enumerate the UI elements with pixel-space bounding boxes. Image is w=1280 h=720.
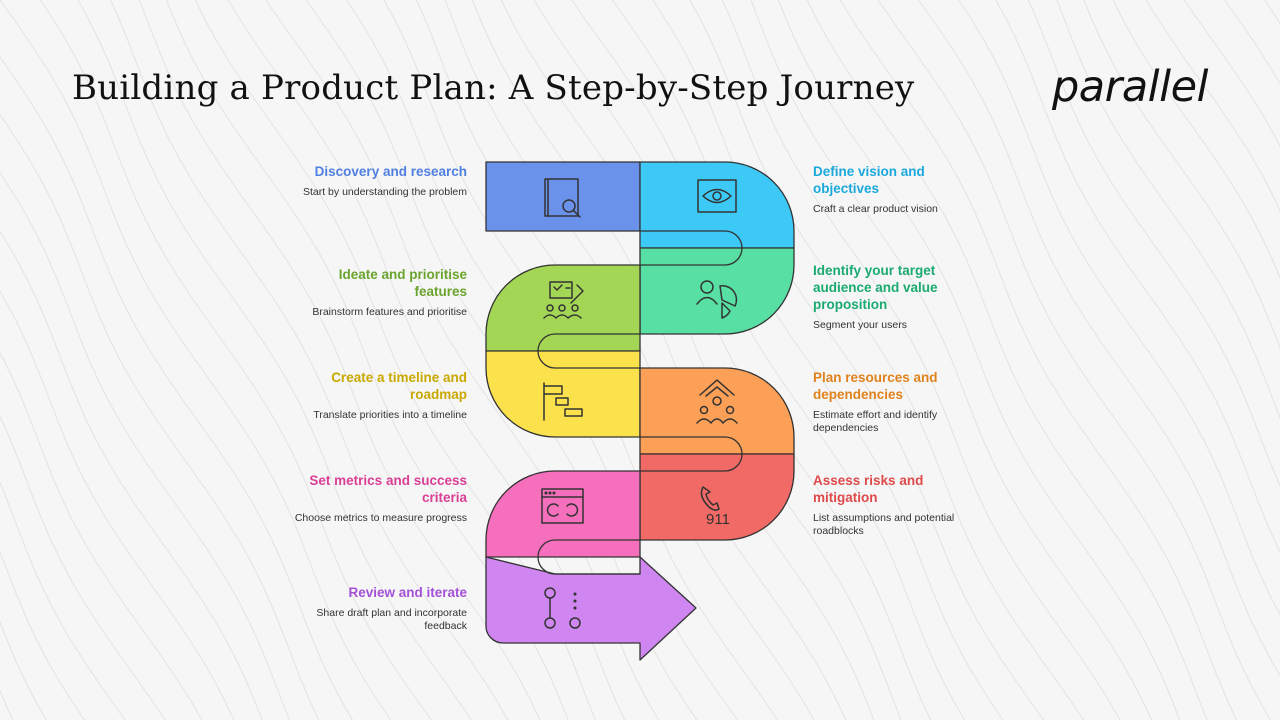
- step-description: List assumptions and potential roadblock…: [813, 512, 955, 537]
- segment-audience: [639, 247, 795, 335]
- emergency-call-icon: [700, 486, 720, 511]
- step-description: Segment your users: [813, 319, 907, 331]
- step-ideate: Ideate and prioritise features Brainstor…: [292, 266, 467, 319]
- step-timeline: Create a timeline and roadmap Translate …: [292, 369, 467, 422]
- step-description: Estimate effort and identify dependencie…: [813, 409, 938, 434]
- background-line: [750, 0, 1153, 720]
- step-description: Brainstorm features and prioritise: [312, 306, 467, 318]
- background-line: [39, 0, 432, 720]
- timeline-icon: [543, 382, 583, 421]
- segment-vision: [639, 161, 795, 249]
- background-line: [652, 0, 1045, 720]
- dashboard-icon: [541, 488, 584, 524]
- background-line: [0, 550, 85, 720]
- step-risks: Assess risks and mitigation List assumpt…: [813, 472, 963, 538]
- background-line: [958, 0, 1280, 616]
- background-line: [689, 0, 1085, 720]
- u-turn-inner-2: [537, 333, 640, 369]
- background-line: [839, 0, 1238, 720]
- step-audience: Identify your target audience and value …: [813, 262, 963, 332]
- step-description: Choose metrics to measure progress: [294, 512, 467, 524]
- background-line: [0, 0, 392, 720]
- segment-resources: [639, 367, 795, 455]
- eye-icon: [697, 179, 737, 213]
- background-line: [471, 0, 875, 720]
- u-turn-inner-4: [537, 539, 640, 575]
- background-line: [138, 0, 541, 720]
- background-line: [0, 352, 203, 720]
- background-line: [1112, 0, 1280, 280]
- background-line: [0, 230, 263, 720]
- background-line: [1083, 0, 1280, 350]
- segment-discovery: [485, 161, 641, 232]
- step-title: Discovery and research: [314, 164, 467, 179]
- step-discovery: Discovery and research Start by understa…: [292, 163, 467, 199]
- iterate-flow-icon: [544, 587, 581, 629]
- background-line: [533, 0, 932, 720]
- step-title: Plan resources and dependencies: [813, 370, 938, 402]
- segment-risks: [639, 453, 795, 541]
- step-title: Set metrics and success criteria: [309, 473, 467, 505]
- audience-segment-icon: [696, 280, 738, 319]
- step-title: Identify your target audience and value …: [813, 263, 938, 312]
- final-arrow: [485, 556, 697, 661]
- step-description: Start by understanding the problem: [302, 186, 467, 198]
- brand-logo: parallel: [1052, 62, 1208, 112]
- segment-ideate: [485, 264, 641, 352]
- resources-icon: [696, 379, 738, 424]
- background-line: [444, 0, 847, 720]
- background-line: [0, 171, 290, 720]
- background-line: [877, 0, 1272, 720]
- background-line: [1027, 0, 1280, 488]
- step-title: Define vision and objectives: [813, 164, 925, 196]
- background-line: [0, 56, 353, 720]
- background-line: [995, 0, 1280, 553]
- background-line: [611, 0, 1004, 720]
- step-title: Create a timeline and roadmap: [331, 370, 467, 402]
- background-line: [1183, 0, 1280, 148]
- background-line: [571, 0, 966, 720]
- step-metrics: Set metrics and success criteria Choose …: [292, 472, 467, 525]
- step-description: Share draft plan and incorporate feedbac…: [316, 607, 467, 632]
- step-description: Craft a clear product vision: [813, 203, 938, 215]
- step-title: Assess risks and mitigation: [813, 473, 924, 505]
- background-line: [0, 415, 166, 720]
- background-line: [1056, 0, 1280, 420]
- step-resources: Plan resources and dependencies Estimate…: [813, 369, 963, 435]
- background-line: [1145, 0, 1280, 212]
- background-line: [777, 0, 1181, 720]
- step-vision: Define vision and objectives Craft a cle…: [813, 163, 963, 216]
- background-line: [0, 290, 235, 720]
- emergency-number-label: 911: [706, 511, 730, 528]
- segment-metrics: [485, 470, 641, 558]
- book-search-icon: [544, 178, 581, 218]
- background-line: [77, 0, 472, 720]
- step-title: Review and iterate: [348, 585, 467, 600]
- background-line: [0, 481, 126, 720]
- page-title: Building a Product Plan: A Step-by-Step …: [72, 68, 915, 108]
- u-turn-inner-3: [640, 436, 743, 472]
- background-line: [500, 0, 902, 720]
- background-line: [0, 113, 320, 720]
- background-line: [110, 0, 509, 720]
- step-review: Review and iterate Share draft plan and …: [292, 584, 467, 633]
- step-title: Ideate and prioritise features: [338, 267, 467, 299]
- step-description: Translate priorities into a timeline: [313, 409, 467, 421]
- background-line: [806, 0, 1208, 720]
- segment-timeline: [485, 350, 641, 438]
- brainstorm-icon: [543, 281, 584, 319]
- background-line: [918, 0, 1280, 677]
- u-turn-inner-1: [640, 230, 743, 266]
- background-line: [722, 0, 1121, 720]
